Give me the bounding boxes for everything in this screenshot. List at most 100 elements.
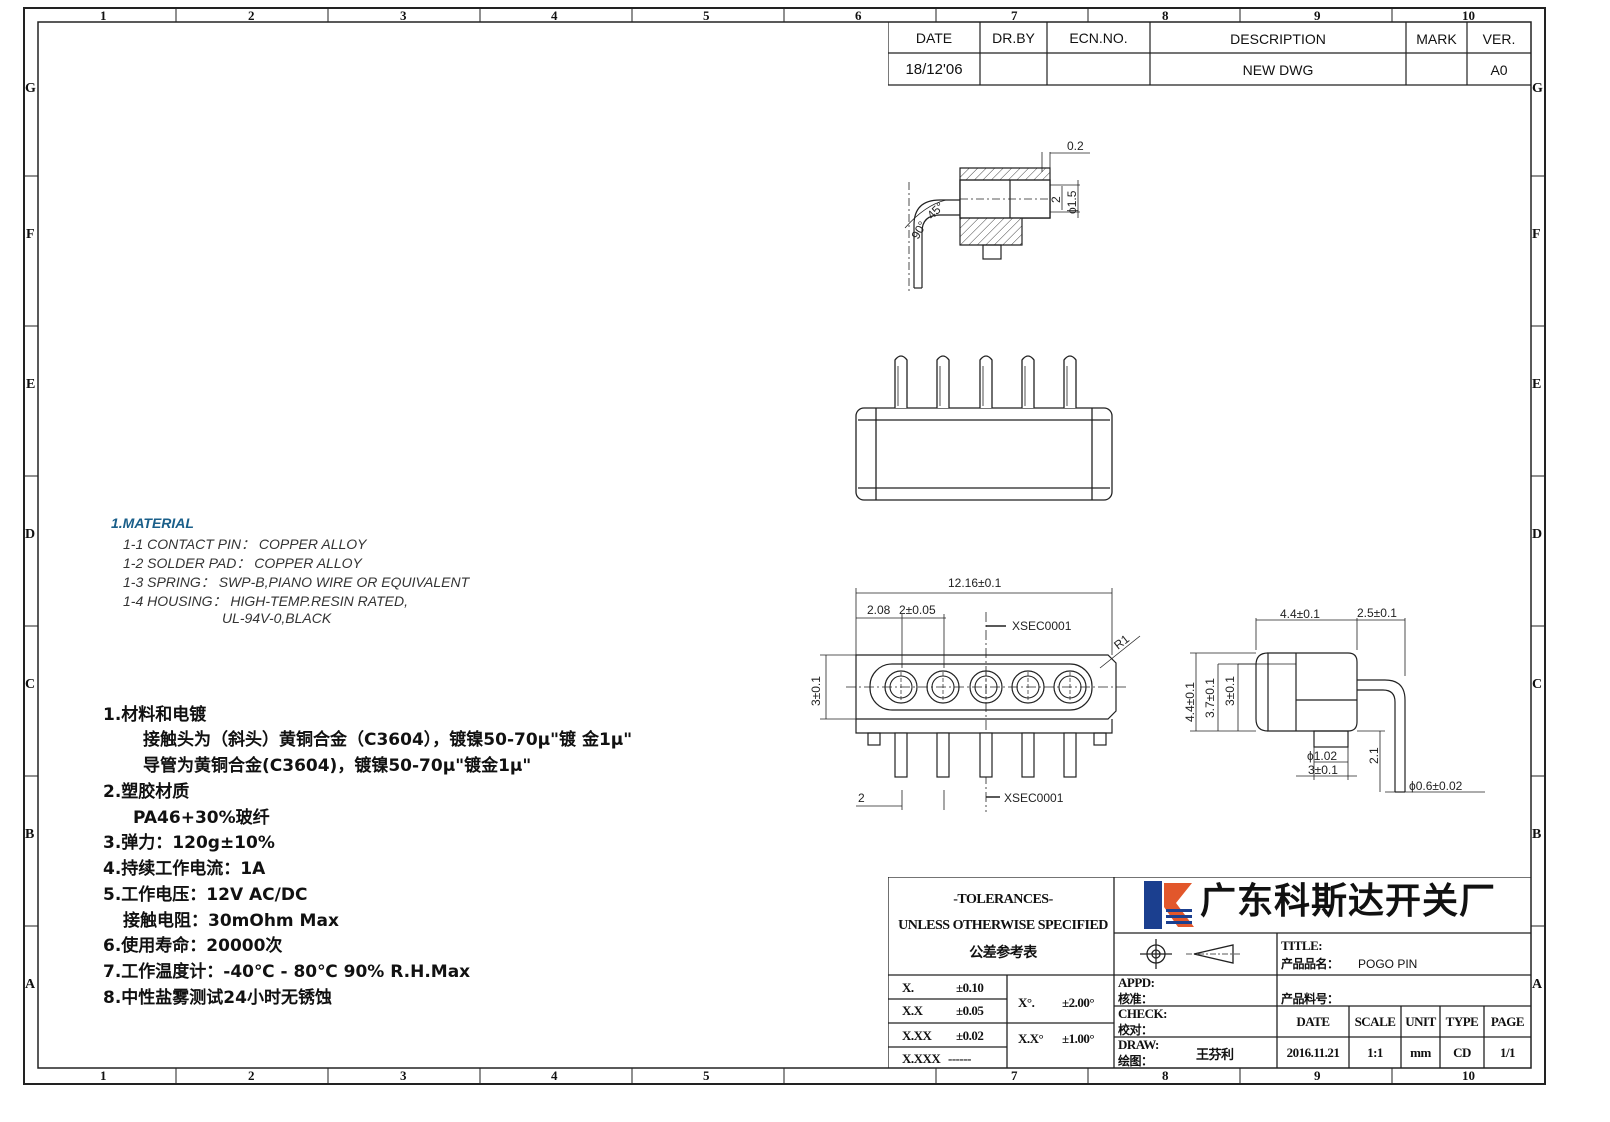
bottom-pin-4 [1021, 732, 1035, 778]
tolerances-title: -TOLERANCES- [953, 892, 1053, 907]
zone-row-a: A [25, 977, 36, 992]
info-scale: 1:1 [1367, 1045, 1383, 1060]
draw-cn: 绘图： [1118, 1054, 1153, 1068]
zone-row-c-right: C [1532, 677, 1543, 692]
dim-height-3: 3±0.1 [809, 676, 823, 706]
contact-outer-3 [969, 670, 1003, 704]
dim-profile-phi-0-6: ϕ0.6±0.02 [1409, 779, 1463, 793]
ang-row-2-val: ±1.00° [1062, 1031, 1095, 1046]
bottom-pin-3 [979, 732, 993, 778]
ang-row-2-key: X.X° [1018, 1031, 1044, 1046]
info-header-type: TYPE [1445, 1014, 1479, 1029]
spec-2: 2.塑胶材质 [103, 782, 190, 802]
rev-date: 18/12'06 [905, 61, 963, 78]
front-pin-2 [936, 355, 950, 408]
material-line-1: 1-1 CONTACT PIN： COPPER ALLOY [123, 536, 367, 552]
draw-label: DRAW: [1118, 1037, 1159, 1052]
appd-cn: 核准： [1118, 992, 1153, 1006]
tol-row-1-val: ±0.10 [956, 980, 984, 995]
profile-view [1190, 618, 1485, 793]
zone-row-g-right: G [1532, 81, 1543, 96]
front-pin-3 [979, 355, 993, 408]
bottom-pin-5 [1063, 732, 1077, 778]
dim-profile-3-width: 3±0.1 [1308, 763, 1338, 777]
tol-row-2-val: ±0.05 [956, 1003, 984, 1018]
front-pin-1 [894, 355, 908, 408]
tol-row-3-key: X.XX [902, 1028, 932, 1043]
zone-row-g: G [25, 81, 36, 96]
zone-col-4-bottom: 4 [551, 1068, 558, 1083]
zone-row-e: E [26, 377, 36, 392]
rev-header-description: DESCRIPTION [1230, 31, 1326, 47]
product-name-label: 产品品名： [1281, 957, 1339, 971]
material-line-5: UL-94V-0,BLACK [222, 610, 332, 626]
spec-1: 1.材料和电镀 [103, 705, 207, 725]
material-title: 1.MATERIAL [111, 515, 194, 531]
zone-col-7-bottom: 7 [1011, 1068, 1018, 1083]
tol-row-3-val: ±0.02 [956, 1028, 984, 1043]
info-header-unit: UNIT [1405, 1014, 1436, 1029]
spec-5-1: 接触电阻：30mOhm Max [123, 911, 339, 931]
zone-row-b: B [25, 827, 35, 842]
material-line-3: 1-3 SPRING： SWP-B,PIANO WIRE OR EQUIVALE… [123, 574, 470, 590]
rev-header-mark: MARK [1416, 31, 1457, 47]
dim-pitch: 2±0.05 [899, 603, 936, 617]
spec-3: 3.弹力：120g±10% [103, 833, 275, 853]
dim-phi1-5: ϕ1.5 [1065, 190, 1079, 214]
dim-xsec-top: XSEC0001 [1012, 619, 1072, 633]
dim-profile-3: 3±0.1 [1223, 676, 1237, 706]
contact-outer-4 [1011, 670, 1045, 704]
info-page: 1/1 [1499, 1045, 1516, 1060]
zone-row-d-right: D [1532, 527, 1543, 542]
zone-col-10-bottom: 10 [1462, 1068, 1475, 1083]
zone-col-7: 7 [1011, 8, 1018, 23]
material-line-4: 1-4 HOUSING： HIGH-TEMP.RESIN RATED, [123, 593, 408, 609]
rev-description: NEW DWG [1242, 62, 1314, 78]
material-line-2: 1-2 SOLDER PAD： COPPER ALLOY [123, 555, 362, 571]
dim-profile-phi-1-02: ϕ1.02 [1307, 749, 1337, 763]
zone-row-c: C [25, 677, 36, 692]
drawer-name: 王芬利 [1196, 1048, 1234, 1063]
spec-1-2: 导管为黄铜合金(C3604)，镀镍50-70μ"镀金1μ" [143, 756, 532, 776]
dim-profile-2-5: 2.5±0.1 [1357, 606, 1397, 620]
spec-8: 8.中性盐雾测试24小时无锈蚀 [103, 988, 332, 1008]
section-view [904, 152, 1090, 292]
ang-row-1-val: ±2.00° [1062, 995, 1095, 1010]
rev-header-ecn: ECN.NO. [1069, 30, 1128, 46]
company-logo [1144, 881, 1194, 929]
dim-profile-width: 4.4±0.1 [1280, 607, 1320, 621]
rev-header-drby: DR.BY [992, 30, 1035, 46]
zone-col-6: 6 [855, 8, 862, 23]
dim-bottom-2: 2 [858, 791, 865, 805]
spec-1-1: 接触头为（斜头）黄铜合金（C3604），镀镍50-70μ"镀 金1μ" [143, 730, 633, 750]
zone-row-a-right: A [1532, 977, 1543, 992]
zone-col-9-bottom: 9 [1314, 1068, 1321, 1083]
tol-row-1-key: X. [902, 980, 914, 995]
revision-table-grid [888, 22, 1531, 86]
zone-row-f: F [26, 227, 35, 242]
dim-profile-height-4-4: 4.4±0.1 [1183, 682, 1197, 722]
zone-col-1-bottom: 1 [100, 1068, 107, 1083]
appd-label: APPD: [1118, 975, 1155, 990]
zone-col-8: 8 [1162, 8, 1169, 23]
contact-outer-5 [1053, 670, 1087, 704]
tolerances-subtitle: UNLESS OTHERWISE SPECIFIED [898, 918, 1108, 933]
zone-col-9: 9 [1314, 8, 1321, 23]
dim-0-2: 0.2 [1067, 139, 1084, 153]
zone-col-1: 1 [100, 8, 107, 23]
tolerances-cn: 公差参考表 [969, 945, 1037, 961]
zone-col-8-bottom: 8 [1162, 1068, 1169, 1083]
tol-row-2-key: X.X [902, 1003, 923, 1018]
bottom-pin-2 [936, 732, 950, 778]
product-no-cn: 产品料号： [1281, 992, 1339, 1006]
zone-row-d: D [25, 527, 36, 542]
info-type: CD [1453, 1045, 1471, 1060]
tol-row-4-key: X.XXX [902, 1051, 941, 1066]
spec-7: 7.工作温度计：-40℃ - 80℃ 90% R.H.Max [103, 962, 471, 982]
check-cn: 校对： [1118, 1023, 1153, 1037]
spec-6: 6.使用寿命：20000次 [103, 936, 283, 956]
zone-row-e-right: E [1532, 377, 1542, 392]
